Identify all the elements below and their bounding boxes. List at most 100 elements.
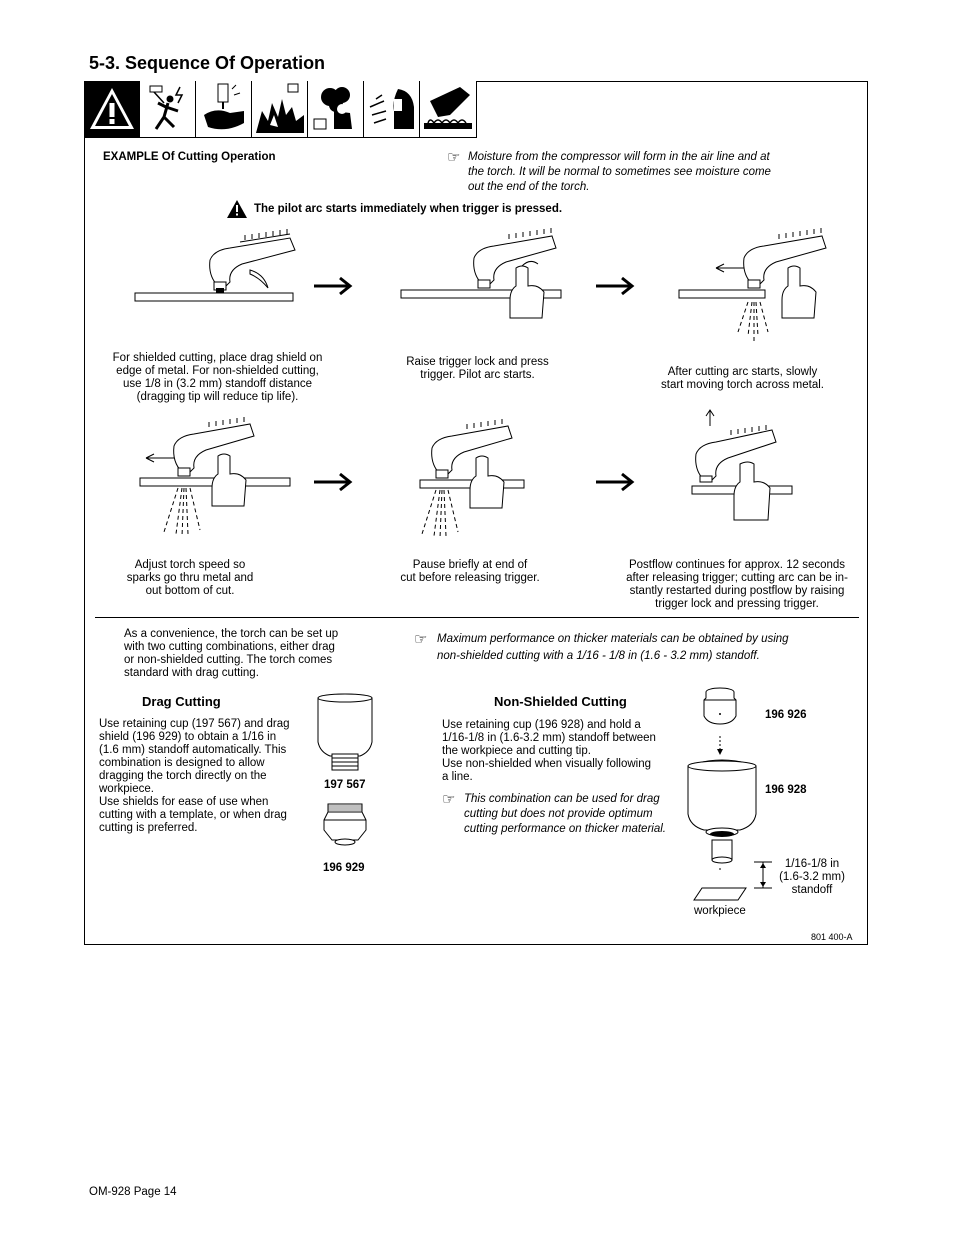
step6-torch-illustration <box>691 409 793 521</box>
part-number-196929: 196 929 <box>323 862 365 874</box>
caption-line: stantly restarted during postflow by rai… <box>629 585 845 597</box>
convenience-text: As a convenience, the torch can be set u… <box>124 628 364 680</box>
explosion-fire-icon <box>252 81 308 137</box>
text-line: combination is designed to allow <box>99 757 265 769</box>
caption-line: trigger lock and pressing trigger. <box>655 598 819 610</box>
caption-line: out bottom of cut. <box>145 585 235 597</box>
small-warning-icon <box>227 200 247 223</box>
retaining-cup-197567-illustration <box>317 693 373 771</box>
note-pointing-hand-icon: ☞ <box>447 149 461 166</box>
step6-caption: Postflow continues for approx. 12 second… <box>612 559 862 611</box>
figure-id: 801 400-A <box>811 932 853 942</box>
warning-icon <box>84 81 140 137</box>
step4-torch-illustration <box>139 417 291 537</box>
note-pointing-hand-icon: ☞ <box>442 791 456 808</box>
text-line: workpiece. <box>99 783 154 795</box>
text-line: a line. <box>442 771 473 783</box>
step3-caption: After cutting arc starts, slowly start m… <box>640 366 845 392</box>
arrow-right-icon <box>314 472 353 492</box>
pilot-arc-warning: The pilot arc starts immediately when tr… <box>254 203 563 215</box>
text-line: Use retaining cup (196 928) and hold a <box>442 719 641 731</box>
step1-caption: For shielded cutting, place drag shield … <box>100 352 335 404</box>
note-line: cutting performance on thicker material. <box>464 823 666 835</box>
text-line: 1/16-1/8 in (1.6-3.2 mm) standoff betwee… <box>442 732 656 744</box>
caption-line: trigger. Pilot arc starts. <box>420 369 535 381</box>
caption-line: (dragging tip will reduce tip life). <box>136 391 299 403</box>
electric-shock-icon <box>140 81 196 137</box>
standoff-label: 1/16-1/8 in (1.6-3.2 mm) standoff <box>774 858 850 897</box>
drag-cutting-text: Use retaining cup (197 567) and drag shi… <box>99 718 309 835</box>
step5-torch-illustration <box>419 419 525 539</box>
workpiece-illustration <box>693 887 747 901</box>
caption-line: start moving torch across metal. <box>661 379 824 391</box>
arrow-down-icon <box>717 736 723 755</box>
part-number-196926: 196 926 <box>765 709 807 721</box>
non-shielded-cutting-text: Use retaining cup (196 928) and hold a 1… <box>442 719 682 784</box>
caption-line: After cutting arc starts, slowly <box>667 366 818 378</box>
caption-line: sparks go thru metal and <box>126 572 254 584</box>
caption-line: cut before releasing trigger. <box>400 572 540 584</box>
text-line: dragging the torch directly on the <box>99 770 267 782</box>
standoff-line: 1/16-1/8 in <box>784 858 840 870</box>
step5-caption: Pause briefly at end of cut before relea… <box>385 559 555 585</box>
note-line: non-shielded cutting with a 1/16 - 1/8 i… <box>437 650 760 662</box>
step2-caption: Raise trigger lock and press trigger. Pi… <box>385 356 570 382</box>
section-title: 5-3. Sequence Of Operation <box>89 53 326 73</box>
moisture-note-line: out the end of the torch. <box>468 181 590 193</box>
page-footer: OM-928 Page 14 <box>89 1186 177 1198</box>
standoff-line: standoff <box>791 884 833 896</box>
drag-cutting-heading: Drag Cutting <box>142 694 221 709</box>
step4-caption: Adjust torch speed so sparks go thru met… <box>115 559 265 598</box>
max-performance-note: Maximum performance on thicker materials… <box>437 633 857 663</box>
caption-line: Raise trigger lock and press <box>406 356 549 368</box>
section-divider <box>95 617 859 618</box>
workpiece-label: workpiece <box>694 905 746 917</box>
fumes-gas-icon <box>308 81 364 137</box>
caption-line: Postflow continues for approx. 12 second… <box>628 559 846 571</box>
arrow-right-icon <box>596 276 635 296</box>
standoff-line: (1.6-3.2 mm) <box>779 871 845 883</box>
arc-rays-face-shield-icon <box>364 81 420 137</box>
text-line: As a convenience, the torch can be set u… <box>124 628 339 640</box>
standoff-dimension-icon <box>754 861 772 889</box>
caption-line: use 1/8 in (3.2 mm) standoff distance <box>123 378 312 390</box>
arrow-right-icon <box>314 276 353 296</box>
text-line: (1.6 mm) standoff automatically. This <box>99 744 287 756</box>
part-number-196928: 196 928 <box>765 784 807 796</box>
hot-parts-glove-icon <box>420 81 476 137</box>
text-line: standard with drag cutting. <box>124 667 259 679</box>
example-heading: EXAMPLE Of Cutting Operation <box>103 151 276 163</box>
retaining-cup-196928-illustration <box>687 759 757 870</box>
note-line: cutting but does not provide optimum <box>464 808 653 820</box>
moisture-note-line: Moisture from the compressor will form i… <box>468 151 770 163</box>
text-line: the workpiece and cutting tip. <box>442 745 591 757</box>
step2-torch-illustration <box>400 228 562 319</box>
text-line: or non-shielded cutting. The torch comes <box>124 654 333 666</box>
hot-torch-hand-icon <box>196 81 252 137</box>
drag-shield-196929-illustration <box>323 803 367 846</box>
caption-line: edge of metal. For non-shielded cutting, <box>116 365 319 377</box>
text-line: with two cutting combinations, either dr… <box>124 641 335 653</box>
text-line: Use retaining cup (197 567) and drag <box>99 718 290 730</box>
step1-torch-illustration <box>134 229 296 302</box>
tip-196926-illustration <box>703 687 737 725</box>
non-shielded-cutting-heading: Non-Shielded Cutting <box>494 694 627 709</box>
note-line: This combination can be used for drag <box>464 793 660 805</box>
text-line: Use non-shielded when visually following <box>442 758 652 770</box>
note-pointing-hand-icon: ☞ <box>414 631 428 648</box>
part-number-197567: 197 567 <box>324 779 366 791</box>
caption-line: after releasing trigger; cutting arc can… <box>626 572 848 584</box>
text-line: cutting is preferred. <box>99 822 198 834</box>
step3-torch-illustration <box>678 228 827 342</box>
note-line: Maximum performance on thicker materials… <box>437 633 789 645</box>
arrow-right-icon <box>596 472 635 492</box>
caption-line: Adjust torch speed so <box>134 559 246 571</box>
non-shielded-note: This combination can be used for drag cu… <box>464 793 679 836</box>
moisture-note: Moisture from the compressor will form i… <box>468 151 798 194</box>
moisture-note-line: the torch. It will be normal to sometime… <box>468 166 771 178</box>
caption-line: For shielded cutting, place drag shield … <box>112 352 323 364</box>
caption-line: Pause briefly at end of <box>412 559 528 571</box>
text-line: cutting with a template, or when drag <box>99 809 287 821</box>
hazard-icon-strip <box>84 81 477 138</box>
text-line: Use shields for ease of use when <box>99 796 269 808</box>
